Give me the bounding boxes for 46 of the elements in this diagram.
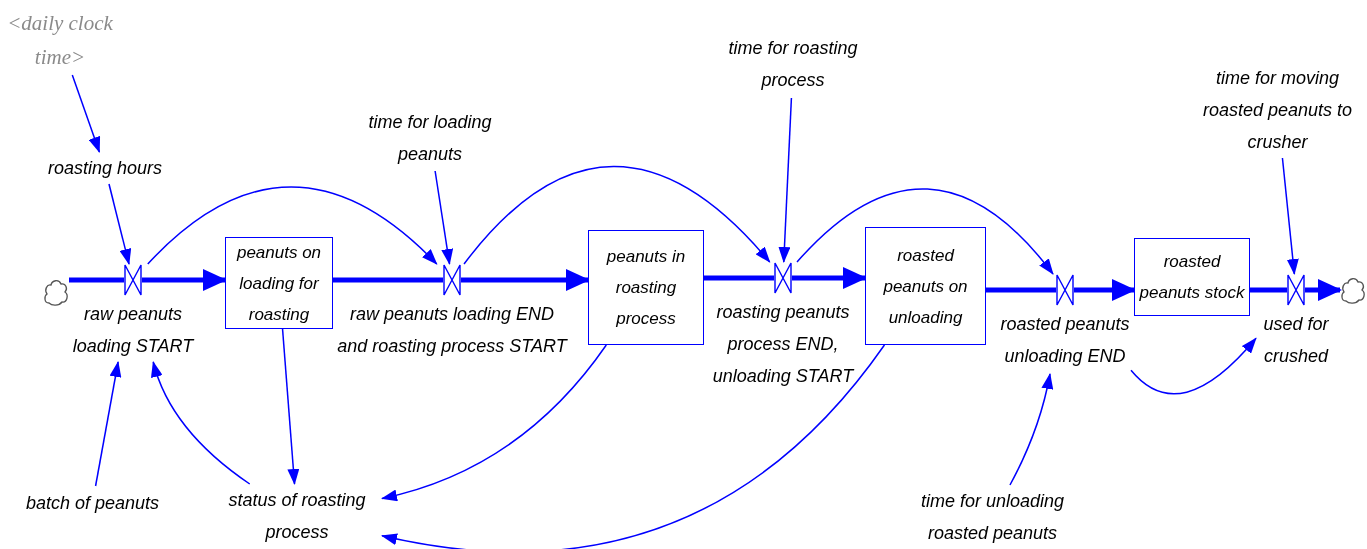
flow-pipe <box>142 269 227 291</box>
link-arrow <box>281 328 300 485</box>
variable-label: <daily clock time> <box>0 5 120 75</box>
stock-box <box>865 227 986 345</box>
flow-pipe <box>1250 287 1287 293</box>
stock-label: roasted peanuts on unloading <box>882 244 969 329</box>
flow-pipe <box>333 277 443 283</box>
stock-box <box>1134 238 1250 316</box>
stock-label: peanuts in roasting process <box>605 246 687 330</box>
link-arrow <box>381 344 608 501</box>
flow-pipe <box>1305 279 1342 301</box>
stock-label: roasted peanuts stock <box>1138 251 1246 304</box>
flow-label: roasted peanuts unloading END <box>999 313 1131 368</box>
flow-pipe <box>704 275 774 281</box>
link-arrow <box>1130 337 1257 395</box>
flow-pipe <box>1074 279 1136 301</box>
variable-label: time for loading peanuts <box>350 105 510 171</box>
link-arrow <box>796 188 1054 275</box>
link-arrow <box>1281 157 1299 275</box>
flow-pipe <box>792 267 867 289</box>
flow-pipe <box>69 277 124 283</box>
flow-pipe <box>986 287 1056 293</box>
variable-label: time for unloading roasted peanuts <box>905 485 1080 549</box>
link-arrow <box>94 361 122 487</box>
flow-label: raw peanuts loading END and roasting process START <box>337 303 567 358</box>
flow-label: used for crushed <box>1262 313 1330 368</box>
variable-label: status of roasting process <box>212 484 382 548</box>
link-arrow <box>381 344 886 549</box>
variable-label: time for moving roasted peanuts to crusher <box>1190 62 1365 158</box>
variable-label: roasting hours <box>35 152 175 184</box>
link-arrow <box>71 74 101 153</box>
flow-pipe <box>461 269 590 291</box>
link-arrow <box>108 183 132 265</box>
flow-label: roasting peanuts process END, unloading START <box>711 301 856 388</box>
link-arrow <box>147 186 438 265</box>
link-arrow <box>463 165 771 265</box>
stock-label: peanuts on loading for roasting <box>235 241 323 326</box>
variable-label: time for roasting process <box>708 30 878 98</box>
link-arrow <box>151 361 251 485</box>
stock-box <box>225 237 333 329</box>
variable-label: batch of peanuts <box>15 486 170 520</box>
flow-label: raw peanuts loading START <box>71 303 196 358</box>
stock-box <box>588 230 704 345</box>
link-arrow <box>1009 373 1054 486</box>
link-arrow <box>434 170 454 265</box>
link-arrow <box>778 97 793 263</box>
